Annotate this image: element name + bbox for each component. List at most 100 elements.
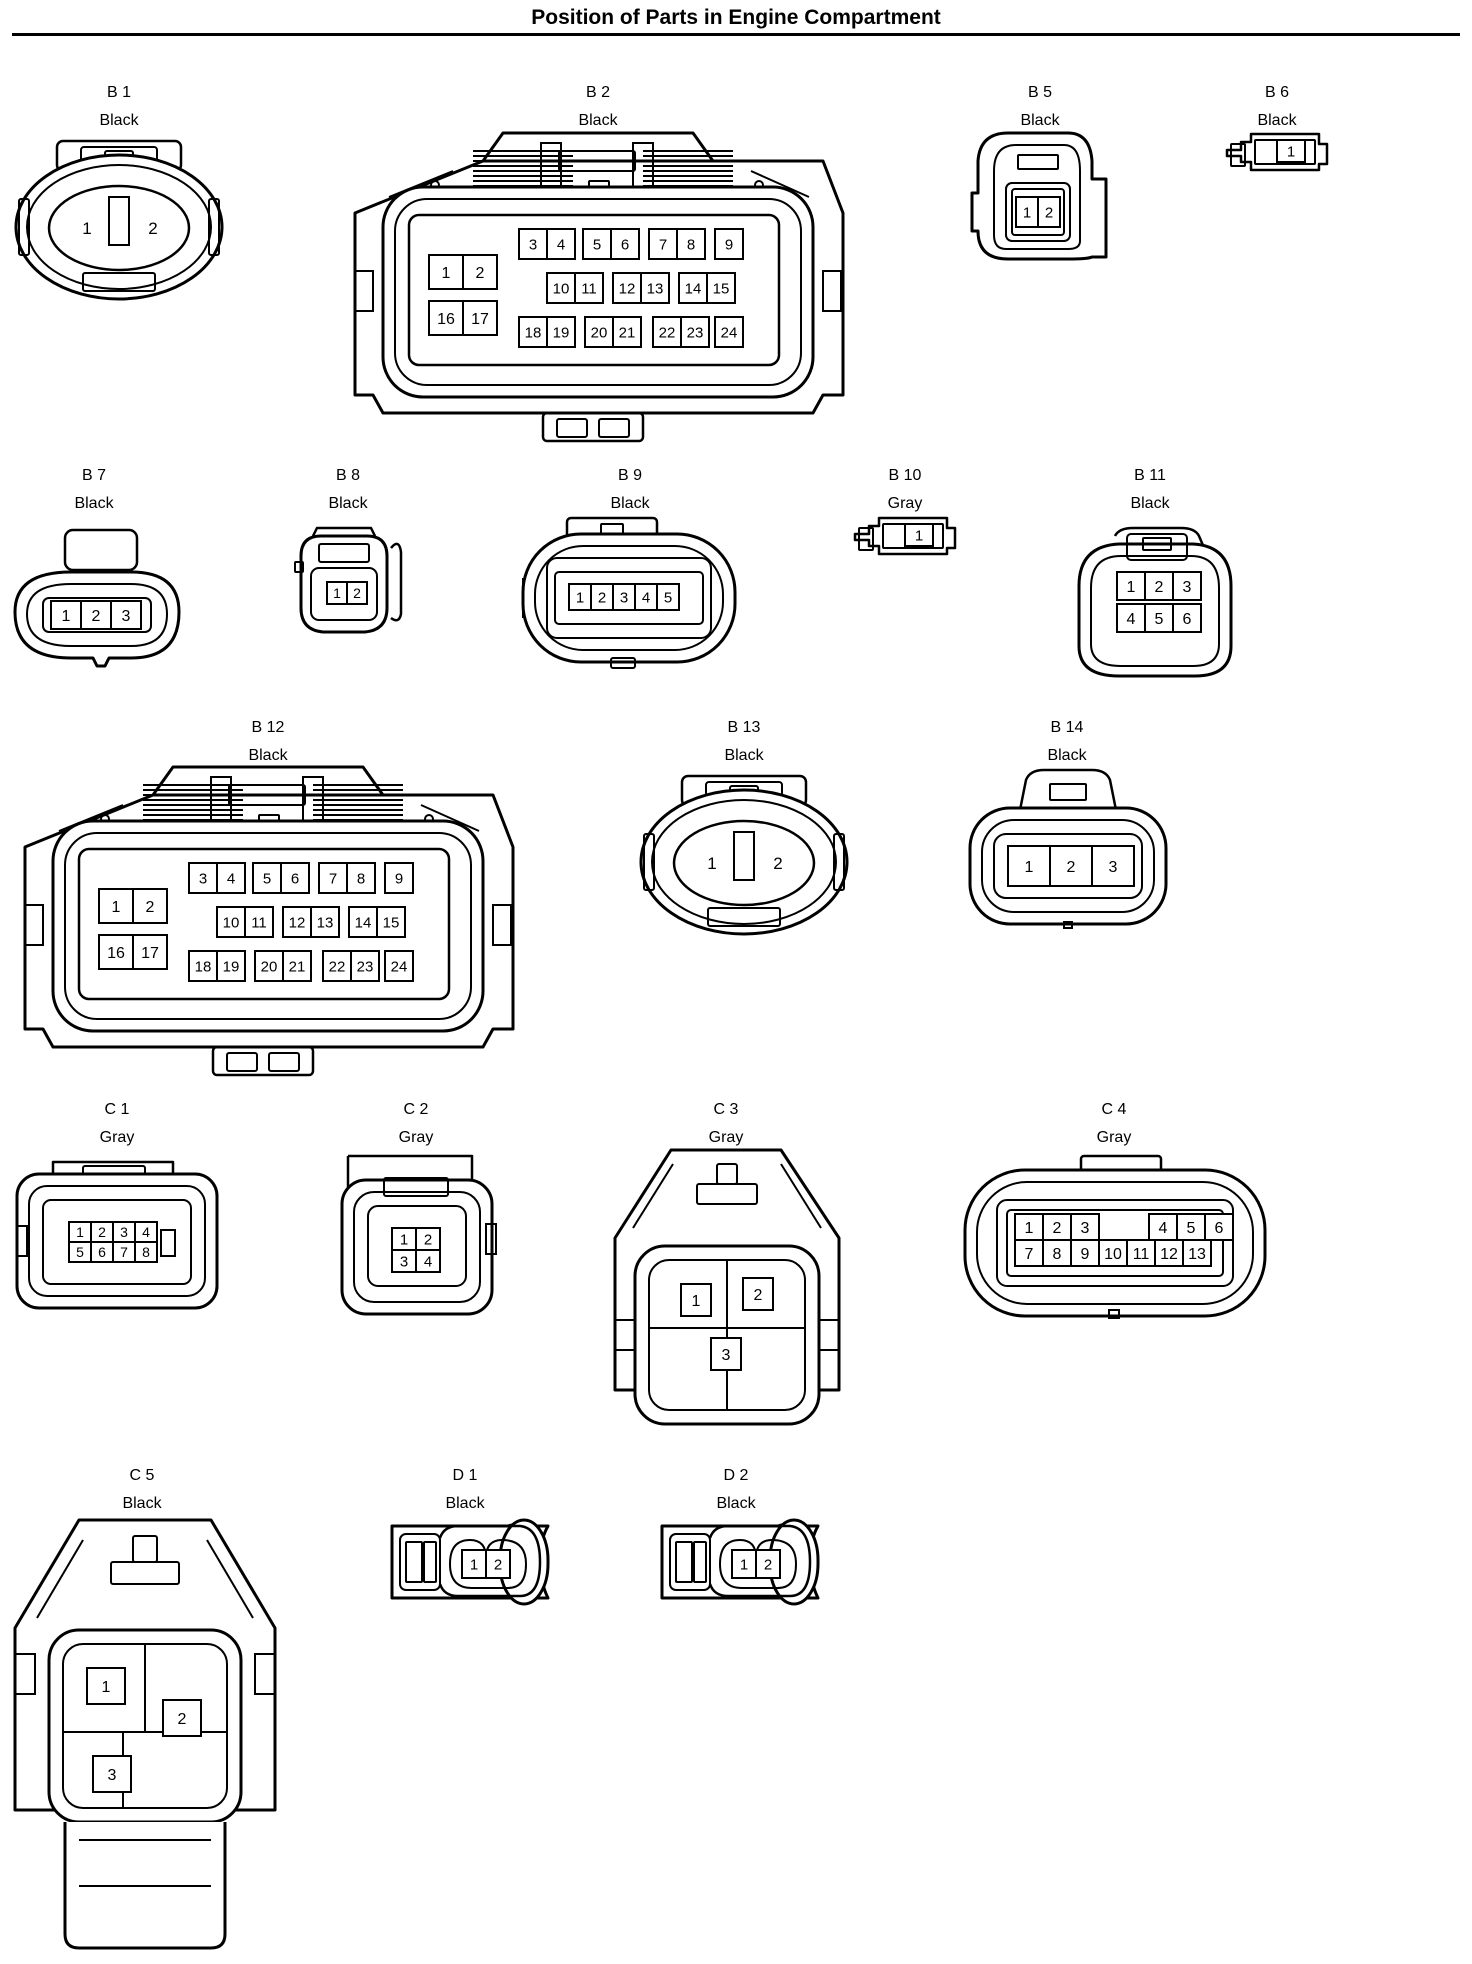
pin-label: 2 [1155, 579, 1164, 596]
pin-cell [546, 228, 576, 260]
pin-cell [1144, 603, 1174, 633]
connector-id-label: B 14 [1050, 719, 1084, 736]
pin-label: 3 [199, 870, 207, 887]
pin-cell [376, 906, 406, 938]
pin-cell [706, 272, 736, 304]
pin-cell [415, 1249, 441, 1273]
pin-label: 12 [289, 914, 306, 931]
pin-cell [612, 316, 642, 348]
connector-outline [1113, 526, 1207, 551]
pin-label: 5 [263, 870, 271, 887]
connector-outline [390, 542, 403, 622]
pin-cell [280, 862, 310, 894]
connector-outline [651, 799, 837, 925]
connector-outline [610, 657, 636, 669]
connector-outline [818, 1319, 840, 1351]
pin-label: 22 [659, 324, 676, 341]
connector-outline [1108, 1309, 1120, 1319]
connector-outline [151, 765, 385, 796]
connector-outline [1018, 768, 1118, 811]
pin-label: 5 [76, 1244, 84, 1260]
pin-label: 1 [576, 589, 584, 606]
connector-outline [1230, 143, 1246, 167]
pin-label: 3 [108, 1767, 117, 1784]
connector-outline [534, 545, 724, 651]
connector-outline [1006, 1209, 1224, 1277]
connector-outline [18, 198, 30, 256]
connector-outline [780, 1163, 822, 1229]
pin-cell [1204, 1213, 1234, 1241]
connector-outline [228, 784, 306, 806]
pin-label: 2 [178, 1711, 187, 1728]
pin-label: 2 [494, 1556, 502, 1573]
pin-label: 20 [591, 324, 608, 341]
connector-id-label: B 1 [106, 84, 131, 101]
pin-label: 2 [353, 585, 361, 601]
connector-outline [47, 184, 191, 272]
pin-label: 4 [557, 236, 565, 253]
connector-outline [42, 597, 152, 633]
pin-label: 8 [142, 1244, 150, 1260]
connector-id-label: C 2 [403, 1101, 429, 1118]
pin-label: 2 [98, 1224, 106, 1240]
pin-label: 6 [1215, 1220, 1224, 1237]
pin-label: 12 [619, 280, 636, 297]
page-title: Position of Parts in Engine Compartment [531, 6, 941, 29]
pin-label: 14 [685, 280, 702, 297]
connector-outline [438, 1524, 542, 1598]
pin-cell [485, 1549, 511, 1579]
pin-label: 3 [1081, 1220, 1090, 1237]
connector-id-label: B 6 [1264, 84, 1289, 101]
pin-label: 4 [142, 1224, 150, 1240]
pin-label: 1 [112, 899, 121, 916]
connector-color-label: Black [1020, 112, 1060, 129]
pin-cell [348, 906, 378, 938]
pin-label: 18 [525, 324, 542, 341]
connector-outline [1126, 533, 1188, 561]
connector-id-label: D 1 [452, 1467, 478, 1484]
pin-label: 15 [383, 914, 400, 931]
connector-outline [394, 198, 802, 386]
connector-id-label: B 12 [251, 719, 285, 736]
connector-outline [675, 1541, 693, 1583]
pin-cell [1049, 845, 1093, 887]
pin-label: 2 [146, 899, 155, 916]
connector-color-label: Gray [398, 1129, 434, 1146]
connector-outline [14, 1653, 36, 1695]
pin-label: 11 [1133, 1246, 1150, 1263]
pin-label: 10 [553, 280, 570, 297]
connector-b10: 1 [853, 516, 957, 556]
pin-label: 8 [357, 870, 365, 887]
connector-outline [82, 272, 156, 292]
pin-label: 7 [659, 236, 667, 253]
pin-label: 6 [621, 236, 629, 253]
pin-label: 7 [329, 870, 337, 887]
connector-id-label: D 2 [723, 1467, 749, 1484]
pin-label: 5 [593, 236, 601, 253]
title-rule [12, 33, 1460, 36]
pin-cell [1037, 196, 1061, 228]
connector-color-label: Black [445, 1495, 485, 1512]
pin-cell [680, 316, 710, 348]
connector-id-label: B 8 [335, 467, 360, 484]
pin-label: 23 [687, 324, 704, 341]
pin-label: 10 [223, 914, 240, 931]
pin-label: 1 [1127, 579, 1136, 596]
connector-outline [110, 1561, 180, 1585]
connector-outline [26, 164, 212, 290]
pin-cell [676, 228, 706, 260]
pin-cell [384, 862, 414, 894]
pin-label: 3 [122, 608, 131, 625]
pin-label: 3 [1109, 859, 1118, 876]
connector-color-label: Black [1257, 112, 1297, 129]
connector-id-label: B 5 [1027, 84, 1052, 101]
connector-outline [693, 1541, 707, 1583]
pin-cell [86, 1667, 126, 1705]
pin-label: 1 [76, 1224, 84, 1240]
connector-id-label: C 3 [713, 1101, 739, 1118]
connector-outline [77, 847, 451, 1001]
connector-color-label: Gray [1096, 1129, 1132, 1146]
pin-label: 16 [107, 945, 125, 962]
pin-label: 5 [664, 589, 672, 606]
